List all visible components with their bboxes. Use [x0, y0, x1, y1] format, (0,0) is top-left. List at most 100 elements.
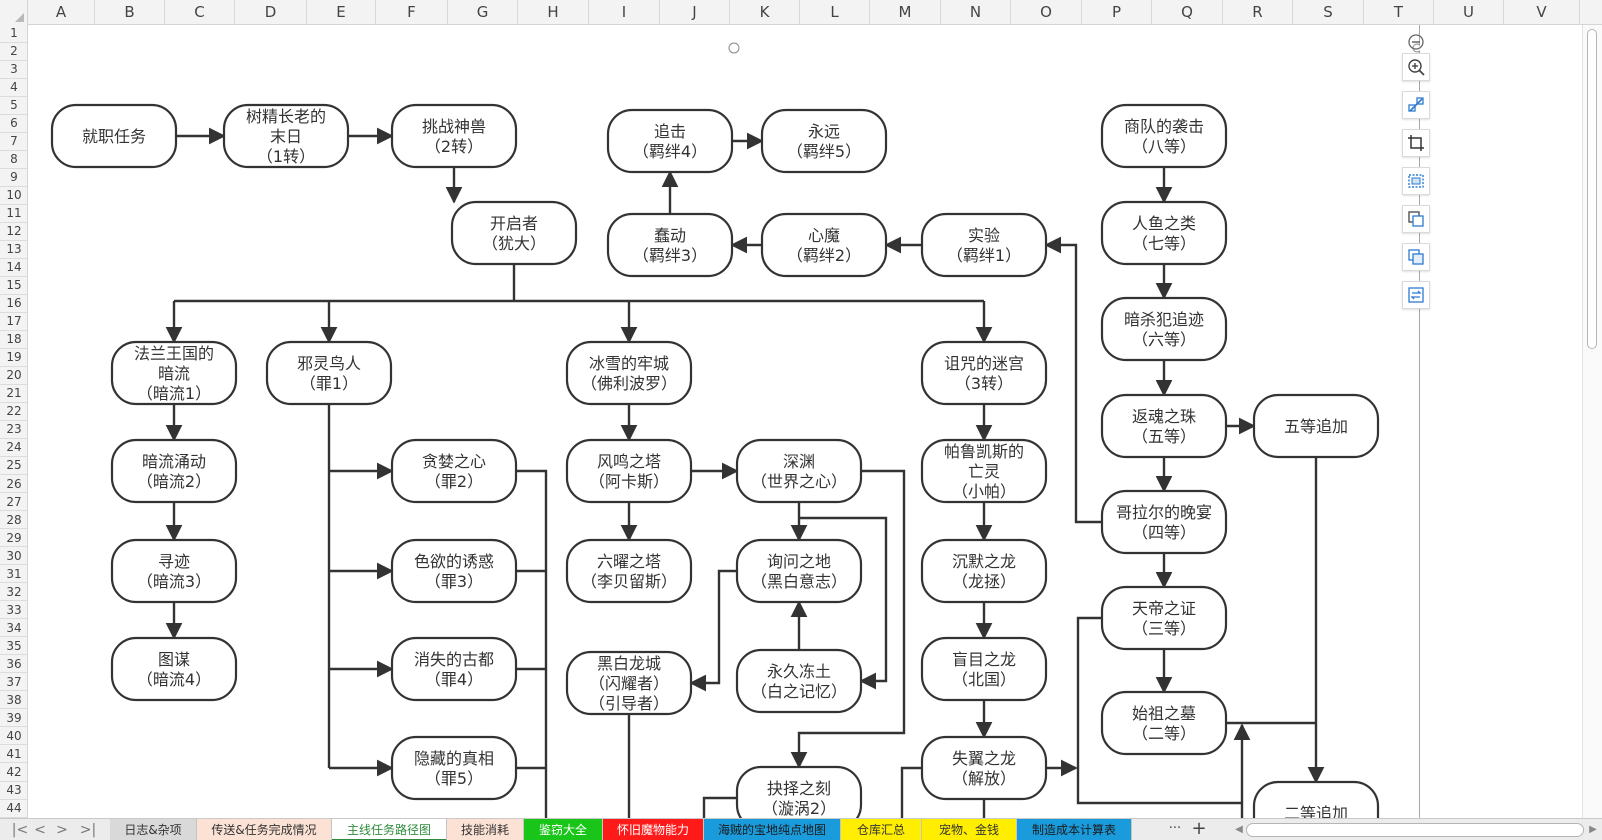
rotate-handle[interactable]: [728, 42, 740, 54]
column-header-g[interactable]: G: [448, 0, 518, 25]
sheet-tab[interactable]: 海贼的宝地纯点地图: [704, 819, 841, 840]
column-header-j[interactable]: J: [660, 0, 730, 25]
sheet-tab[interactable]: 主线任务路径图: [332, 819, 447, 840]
copy-image-button[interactable]: [1402, 205, 1430, 233]
row-header-3[interactable]: 3: [0, 61, 27, 79]
column-header-r[interactable]: R: [1223, 0, 1293, 25]
replace-image-button[interactable]: [1402, 281, 1430, 309]
column-header-t[interactable]: T: [1364, 0, 1434, 25]
row-header-12[interactable]: 12: [0, 223, 27, 241]
scroll-right-icon[interactable]: ▶: [1589, 824, 1597, 835]
add-sheet-button[interactable]: +: [1191, 818, 1207, 839]
sheet-tab[interactable]: 制造成本计算表: [1017, 819, 1132, 840]
column-header-s[interactable]: S: [1293, 0, 1364, 25]
row-header-4[interactable]: 4: [0, 79, 27, 97]
sheet-tab[interactable]: 技能消耗: [447, 819, 524, 840]
column-header-e[interactable]: E: [307, 0, 376, 25]
column-header-p[interactable]: P: [1082, 0, 1152, 25]
row-header-1[interactable]: 1: [0, 25, 27, 43]
flowchart-image[interactable]: 就职任务树精长老的末日（1转）挑战神兽（2转）开启者（犹大）追击（羁绊4）永远（…: [28, 25, 1420, 818]
duplicate-image-button[interactable]: [1402, 243, 1430, 271]
prev-sheet-button[interactable]: <: [34, 822, 46, 838]
row-header-15[interactable]: 15: [0, 277, 27, 295]
sheet-tab[interactable]: 怀旧魔物能力: [603, 819, 704, 840]
row-header-18[interactable]: 18: [0, 331, 27, 350]
row-header-36[interactable]: 36: [0, 656, 27, 674]
row-header-16[interactable]: 16: [0, 295, 27, 313]
row-header-43[interactable]: 43: [0, 782, 27, 800]
zoom-out-button[interactable]: [1407, 33, 1425, 51]
flow-node-renyu: 人鱼之类（七等）: [1100, 200, 1228, 266]
column-header-l[interactable]: L: [800, 0, 870, 25]
row-header-40[interactable]: 40: [0, 728, 27, 746]
sheet-tab[interactable]: 鉴窃大全: [524, 819, 603, 840]
sheet-tab[interactable]: 宠物、金钱: [922, 819, 1017, 840]
column-header-u[interactable]: U: [1434, 0, 1504, 25]
sheet-grid[interactable]: 就职任务树精长老的末日（1转）挑战神兽（2转）开启者（犹大）追击（羁绊4）永远（…: [28, 25, 1602, 818]
row-header-21[interactable]: 21: [0, 385, 27, 404]
row-header-24[interactable]: 24: [0, 439, 27, 458]
row-header-42[interactable]: 42: [0, 764, 27, 782]
row-header-19[interactable]: 19: [0, 349, 27, 368]
column-header-k[interactable]: K: [730, 0, 800, 25]
row-header-9[interactable]: 9: [0, 169, 27, 187]
select-all-corner[interactable]: [0, 0, 28, 25]
column-header-b[interactable]: B: [95, 0, 165, 25]
frame-select-button[interactable]: [1402, 167, 1430, 195]
row-header-5[interactable]: 5: [0, 97, 27, 115]
row-header-34[interactable]: 34: [0, 620, 27, 638]
row-header-37[interactable]: 37: [0, 674, 27, 692]
row-header-29[interactable]: 29: [0, 530, 27, 548]
vertical-scrollbar[interactable]: [1582, 25, 1602, 818]
row-header-13[interactable]: 13: [0, 241, 27, 259]
row-header-28[interactable]: 28: [0, 512, 27, 530]
row-header-6[interactable]: 6: [0, 115, 27, 133]
zoom-in-button[interactable]: [1402, 53, 1430, 81]
row-header-22[interactable]: 22: [0, 403, 27, 422]
next-sheet-button[interactable]: >: [56, 822, 68, 838]
row-header-31[interactable]: 31: [0, 566, 27, 584]
sheet-tab[interactable]: 日志&杂项: [110, 819, 197, 840]
sheet-tab[interactable]: 传送&任务完成情况: [197, 819, 332, 840]
column-header-v[interactable]: V: [1504, 0, 1580, 25]
horizontal-scrollbar-thumb[interactable]: [1246, 823, 1584, 837]
column-header-n[interactable]: N: [941, 0, 1011, 25]
row-header-10[interactable]: 10: [0, 187, 27, 205]
column-header-f[interactable]: F: [376, 0, 448, 25]
more-sheets-button[interactable]: ···: [1168, 821, 1182, 836]
column-header-c[interactable]: C: [165, 0, 235, 25]
row-header-25[interactable]: 25: [0, 457, 27, 476]
scroll-left-icon[interactable]: ◀: [1235, 824, 1243, 835]
row-header-2[interactable]: 2: [0, 43, 27, 61]
row-header-26[interactable]: 26: [0, 476, 27, 494]
vertical-scrollbar-thumb[interactable]: [1587, 29, 1597, 349]
first-sheet-button[interactable]: |<: [11, 822, 29, 838]
row-header-7[interactable]: 7: [0, 133, 27, 151]
row-header-8[interactable]: 8: [0, 151, 27, 169]
column-header-a[interactable]: A: [28, 0, 95, 25]
column-header-h[interactable]: H: [518, 0, 589, 25]
row-header-38[interactable]: 38: [0, 692, 27, 710]
row-header-17[interactable]: 17: [0, 313, 27, 331]
row-header-33[interactable]: 33: [0, 602, 27, 620]
row-header-39[interactable]: 39: [0, 710, 27, 728]
column-header-i[interactable]: I: [589, 0, 660, 25]
crop-button[interactable]: [1402, 129, 1430, 157]
last-sheet-button[interactable]: >|: [79, 822, 97, 838]
row-header-20[interactable]: 20: [0, 367, 27, 386]
row-header-30[interactable]: 30: [0, 548, 27, 566]
row-header-14[interactable]: 14: [0, 259, 27, 277]
row-header-32[interactable]: 32: [0, 584, 27, 602]
row-header-23[interactable]: 23: [0, 421, 27, 440]
row-header-35[interactable]: 35: [0, 638, 27, 656]
sheet-tab[interactable]: 仓库汇总: [841, 819, 922, 840]
row-header-27[interactable]: 27: [0, 494, 27, 512]
row-header-11[interactable]: 11: [0, 205, 27, 223]
crop-link-button[interactable]: [1402, 91, 1430, 119]
column-header-q[interactable]: Q: [1152, 0, 1223, 25]
column-header-d[interactable]: D: [235, 0, 307, 25]
row-header-41[interactable]: 41: [0, 746, 27, 764]
column-header-m[interactable]: M: [870, 0, 941, 25]
row-header-44[interactable]: 44: [0, 800, 27, 818]
column-header-o[interactable]: O: [1011, 0, 1082, 25]
